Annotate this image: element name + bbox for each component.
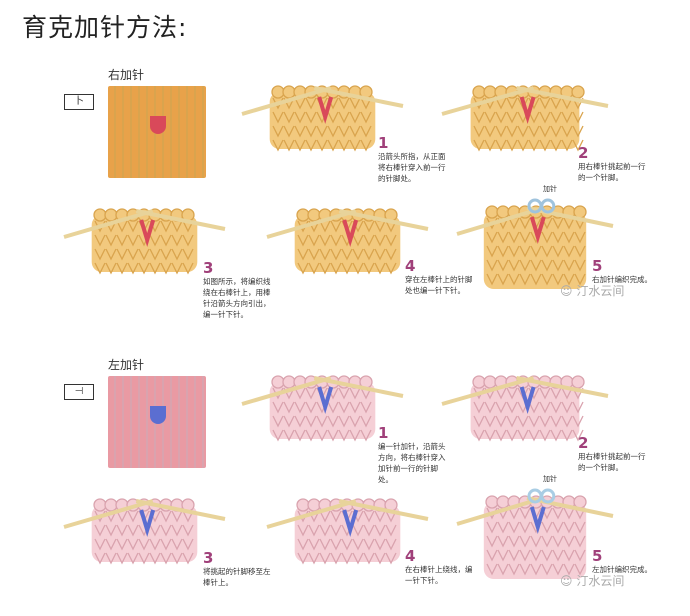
increase-stitch-mark (150, 116, 166, 134)
watermark-text: 汀水云间 (576, 574, 625, 588)
step-4-caption: 4 在右棒针上绕线，编一针下针。 (405, 548, 475, 586)
step-text: 在右棒针上绕线，编一针下针。 (405, 565, 473, 585)
step-text: 穿在左棒针上的针脚处也编一针下针。 (405, 275, 473, 295)
step-text: 编一针加针，沿箭头方向，将右棒针穿入加针前一行的针脚处。 (378, 442, 446, 484)
step-number: 3 (203, 549, 214, 567)
step-3-diagram (62, 185, 227, 280)
step-1-caption: 1 沿箭头所指，从正面将右棒针穿入前一行的针脚处。 (378, 135, 448, 184)
swatch-photo (108, 376, 206, 468)
chart-symbol: 卜 (64, 94, 94, 110)
step-2-caption: 2 用右棒针挑起前一行的一个针脚。 (578, 435, 648, 473)
step-2-diagram (440, 62, 610, 157)
step-4-diagram (265, 475, 430, 570)
step-4-diagram (265, 185, 430, 280)
step-text: 左加针编织完成。 (592, 565, 652, 574)
step-number: 3 (203, 259, 214, 277)
step-5-caption: 5 右加针编织完成。 (592, 258, 662, 285)
step-number: 5 (592, 547, 603, 565)
step-text: 将挑起的针脚移至左棒针上。 (203, 567, 271, 587)
page-title: 育克加针方法: (22, 13, 188, 42)
step-text: 如图所示，将编织线绕在右棒针上，用棒针沿箭头方向引出，编一针下针。 (203, 277, 271, 319)
increase-label: 加针 (543, 185, 557, 193)
step-3-caption: 3 将挑起的针脚移至左棒针上。 (203, 550, 273, 588)
step-number: 5 (592, 257, 603, 275)
step-text: 用右棒针挑起前一行的一个针脚。 (578, 162, 646, 182)
watermark: ☺ 汀水云间 (560, 284, 625, 298)
watermark: ☺ 汀水云间 (560, 574, 625, 588)
step-number: 2 (578, 144, 589, 162)
step-3-diagram (62, 475, 227, 570)
step-3-caption: 3 如图所示，将编织线绕在右棒针上，用棒针沿箭头方向引出，编一针下针。 (203, 260, 273, 320)
step-2-diagram (440, 352, 610, 447)
section-label: 左加针 (108, 358, 145, 372)
step-number: 4 (405, 257, 416, 275)
step-5-diagram: 加针 (455, 472, 615, 587)
step-1-diagram (240, 352, 405, 447)
watermark-text: 汀水云间 (576, 284, 625, 298)
step-1-diagram (240, 62, 405, 157)
step-text: 右加针编织完成。 (592, 275, 652, 284)
step-number: 2 (578, 434, 589, 452)
increase-label: 加针 (543, 475, 557, 483)
step-number: 1 (378, 424, 389, 442)
step-4-caption: 4 穿在左棒针上的针脚处也编一针下针。 (405, 258, 475, 296)
step-5-caption: 5 左加针编织完成。 (592, 548, 662, 575)
step-number: 4 (405, 547, 416, 565)
swatch-photo (108, 86, 206, 178)
chart-symbol: ⊣ (64, 384, 94, 400)
step-1-caption: 1 编一针加针，沿箭头方向，将右棒针穿入加针前一行的针脚处。 (378, 425, 448, 485)
increase-stitch-mark (150, 406, 166, 424)
step-text: 沿箭头所指，从正面将右棒针穿入前一行的针脚处。 (378, 152, 446, 183)
step-2-caption: 2 用右棒针挑起前一行的一个针脚。 (578, 145, 648, 183)
step-5-diagram: 加针 (455, 182, 615, 297)
step-number: 1 (378, 134, 389, 152)
section-label: 右加针 (108, 68, 145, 82)
step-text: 用右棒针挑起前一行的一个针脚。 (578, 452, 646, 472)
